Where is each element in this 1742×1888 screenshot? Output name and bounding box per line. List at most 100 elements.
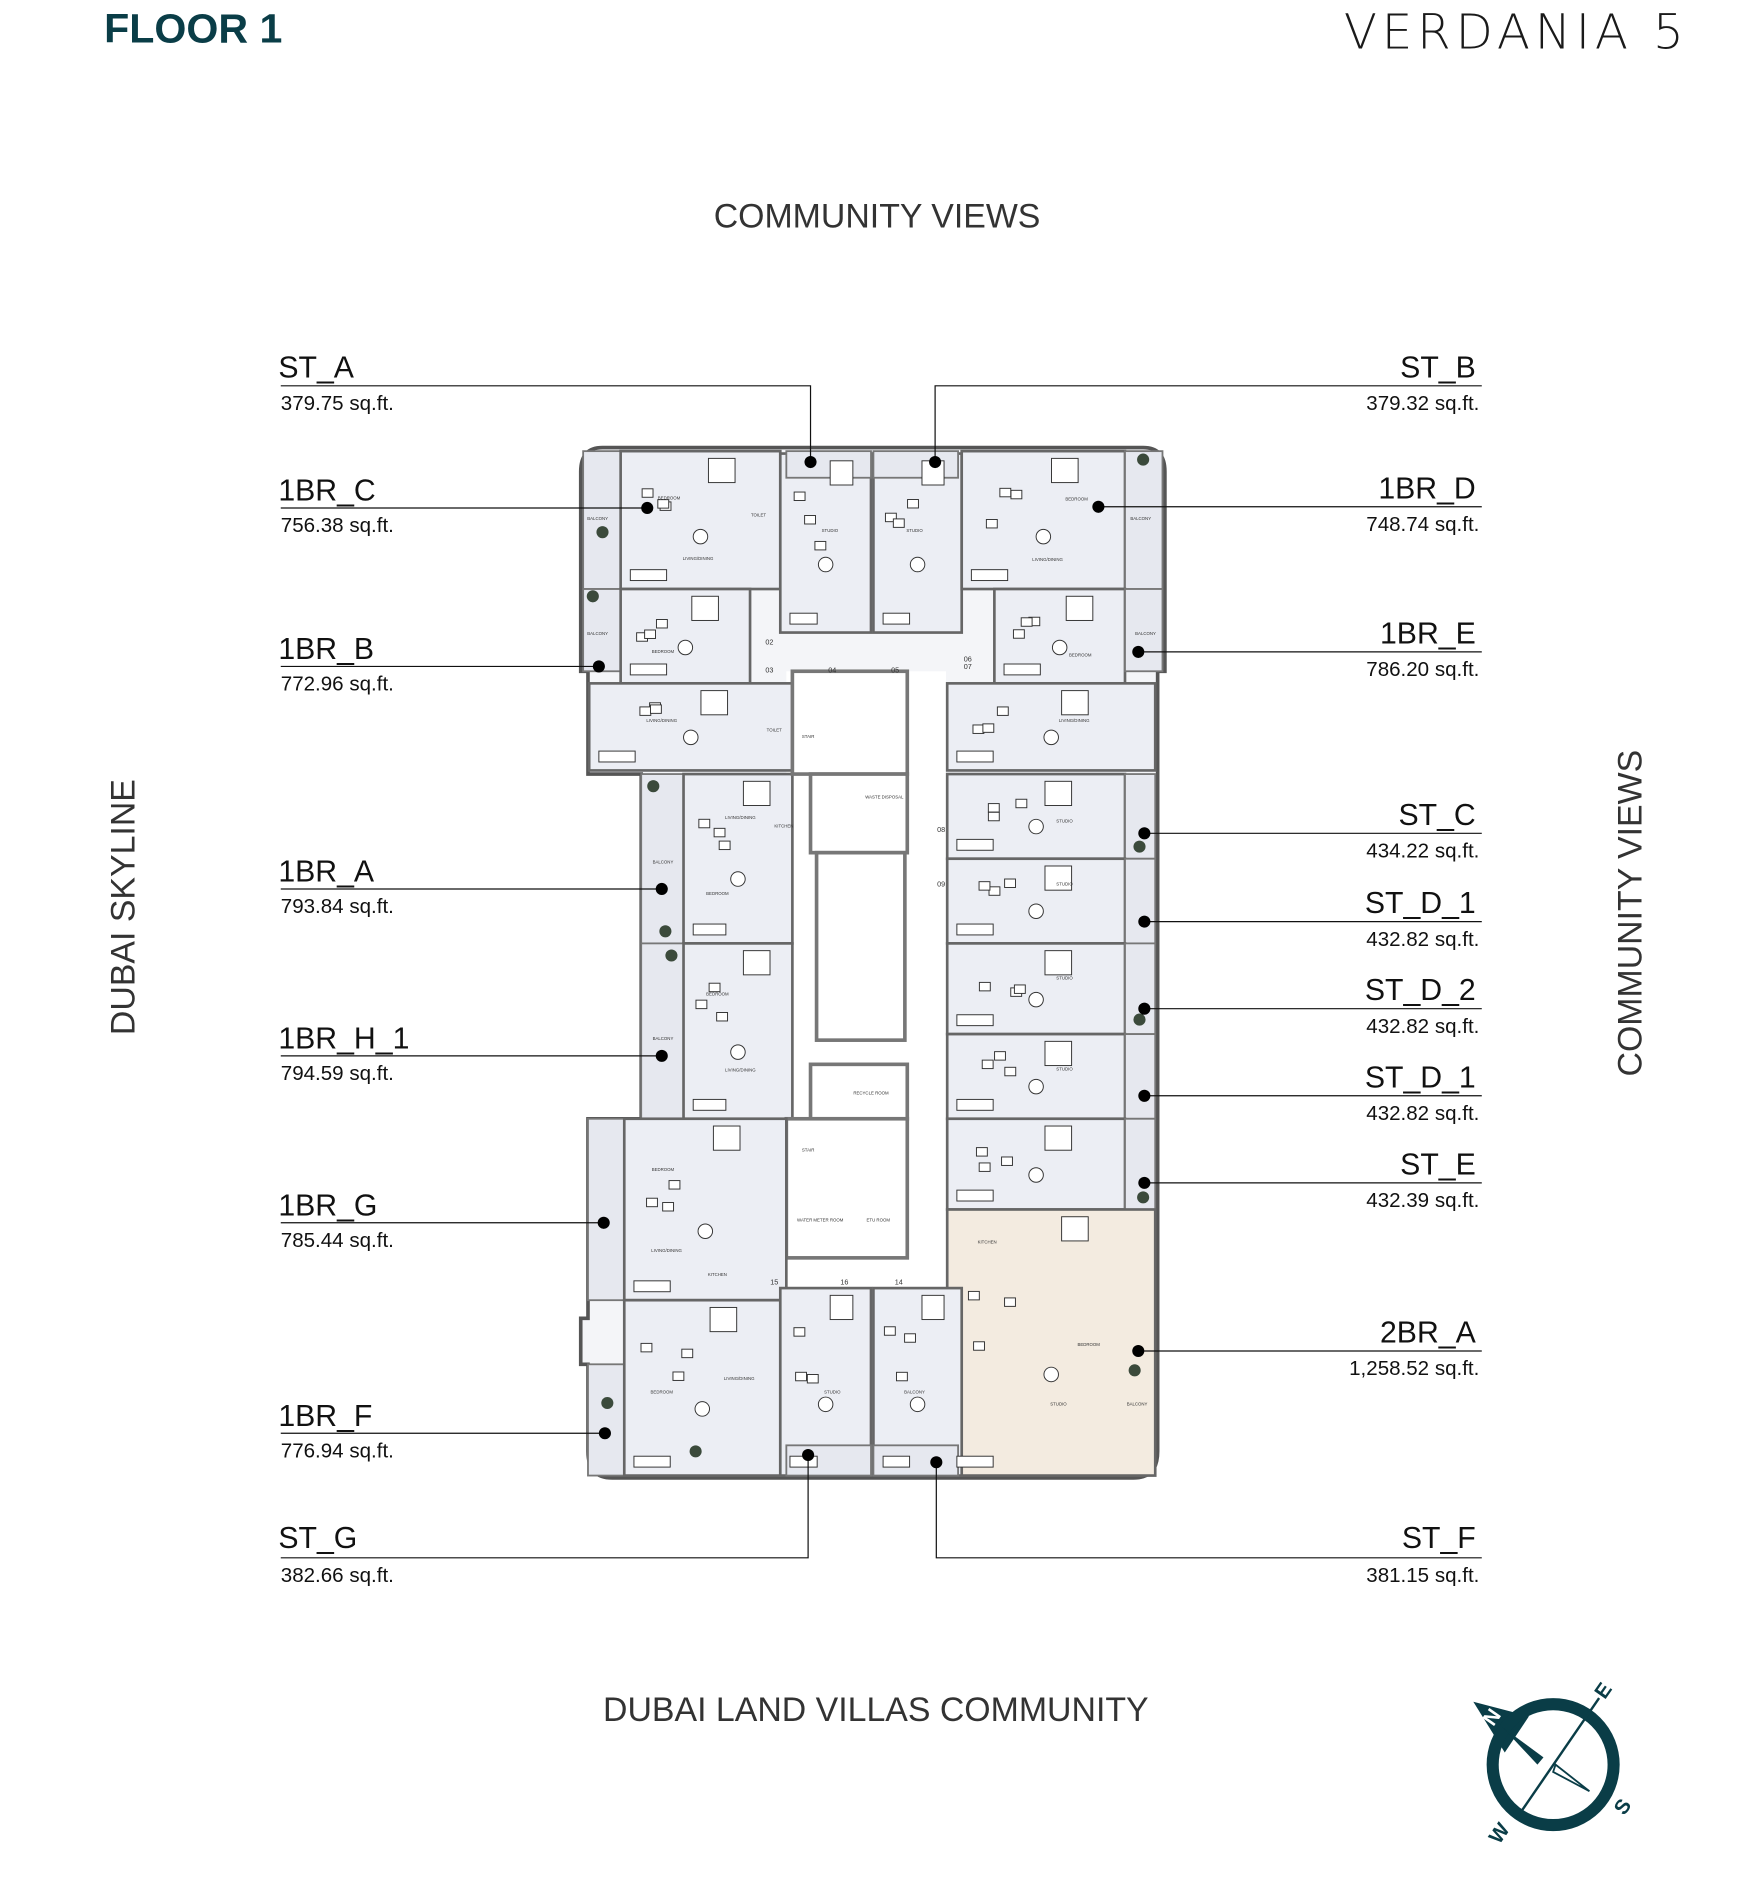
unit-door-number: 15 (770, 1277, 778, 1286)
sofa-icon (956, 1098, 994, 1111)
room-label: KITCHEN (708, 1272, 727, 1277)
room-label: LIVING/DINING (651, 1248, 682, 1253)
room-label: BEDROOM (652, 649, 675, 654)
bed-icon (829, 460, 854, 486)
unit-door-number: 16 (840, 1277, 848, 1286)
room-label: LIVING/DINING (646, 718, 677, 723)
fixture-icon (895, 1371, 908, 1382)
fixture-icon (814, 540, 827, 551)
unit-name: 1BR_F (278, 1400, 372, 1433)
core-room (808, 772, 910, 855)
fixture-icon (672, 1371, 685, 1381)
fixture-icon (884, 512, 897, 523)
fixture-icon (1001, 1156, 1013, 1166)
unit-name: ST_C (1398, 799, 1475, 832)
bed-icon (742, 950, 771, 976)
sofa-icon (692, 923, 727, 936)
unit-marker-dot (1138, 915, 1151, 928)
unit-area: 379.32 sq.ft. (1366, 392, 1479, 415)
plant-icon (1128, 1364, 1141, 1377)
fixture-icon (883, 1326, 896, 1336)
fixture-icon (892, 518, 905, 528)
balcony-area (1124, 588, 1164, 673)
room-label: LIVING/DINING (725, 1068, 756, 1073)
room-label: TOILET (767, 728, 782, 733)
fixture-icon (981, 1059, 994, 1070)
bed-icon (1044, 1040, 1073, 1067)
fixture-icon (695, 999, 708, 1010)
fixture-icon (639, 706, 652, 716)
sofa-icon (692, 1098, 727, 1111)
floor-title: FLOOR 1 (104, 5, 282, 51)
sofa-icon (956, 1014, 994, 1027)
unit-area: 432.82 sq.ft. (1366, 1102, 1479, 1125)
view-label-top: COMMUNITY VIEWS (714, 197, 1041, 235)
sofa-icon (956, 750, 994, 763)
unit-area: 776.94 sq.ft. (281, 1439, 394, 1462)
unit-area: 434.22 sq.ft. (1366, 840, 1479, 863)
room-label: STUDIO (906, 528, 923, 533)
unit-name: 1BR_G (278, 1190, 377, 1223)
room-label: STUDIO (1056, 1066, 1073, 1071)
apartment-unit (960, 449, 1127, 591)
room-label: WATER METER ROOM (797, 1218, 844, 1223)
plant-icon (647, 780, 660, 793)
room-label: BALCONY (904, 1389, 925, 1394)
unit-name: ST_E (1400, 1148, 1476, 1181)
table-icon (817, 1396, 834, 1413)
balcony-area (587, 1363, 626, 1477)
sofa-icon (882, 1455, 911, 1468)
table-icon (1043, 1366, 1059, 1383)
room-label: LIVING/DINING (1059, 718, 1090, 723)
fixture-icon (987, 811, 1000, 822)
plant-icon (596, 526, 609, 539)
unit-area: 381.15 sq.ft. (1366, 1564, 1479, 1587)
room-label: BALCONY (1127, 1401, 1148, 1406)
table-icon (1028, 1078, 1044, 1095)
table-icon (730, 1044, 746, 1060)
room-label: STUDIO (1056, 881, 1073, 886)
unit-marker-dot (1138, 1176, 1151, 1189)
unit-area: 785.44 sq.ft. (281, 1229, 394, 1252)
balcony-area (640, 942, 685, 1120)
table-icon (817, 556, 834, 573)
apartment-unit (682, 772, 794, 945)
sofa-icon (956, 1455, 994, 1468)
fixture-icon (978, 981, 991, 992)
fixture-icon (1013, 984, 1026, 994)
compass-ring (1486, 1698, 1620, 1832)
unit-name: ST_B (1400, 351, 1476, 384)
room-label: BEDROOM (1077, 1342, 1100, 1347)
table-icon (694, 1401, 711, 1417)
unit-marker-dot (598, 1427, 611, 1440)
core-room (814, 850, 907, 1042)
compass-needle-north (1502, 1727, 1544, 1765)
unit-area: 756.38 sq.ft. (281, 514, 394, 537)
fixture-icon (644, 629, 656, 639)
compass-axis (1515, 1697, 1601, 1819)
sofa-icon (633, 1455, 671, 1468)
fixture-icon (793, 491, 806, 501)
room-label: LIVING/DINING (683, 556, 714, 561)
unit-door-number: 04 (828, 665, 836, 674)
unit-name: ST_F (1402, 1522, 1476, 1555)
sofa-icon (956, 923, 994, 936)
room-label: STUDIO (822, 528, 839, 533)
bed-icon (709, 1306, 738, 1333)
bed-icon (1051, 457, 1079, 484)
leader-line (280, 1455, 809, 1559)
fixture-icon (640, 1342, 653, 1353)
fixture-icon (668, 1180, 681, 1190)
view-label-left: DUBAI SKYLINE (104, 779, 142, 1035)
fixture-icon (987, 803, 1000, 813)
unit-area: 382.66 sq.ft. (281, 1564, 394, 1587)
room-label: STAIR (802, 734, 814, 739)
plant-icon (1137, 453, 1150, 466)
core-room (784, 1116, 910, 1260)
unit-name: ST_D_1 (1365, 1061, 1476, 1094)
balcony-area (1124, 857, 1157, 945)
table-icon (1028, 903, 1044, 919)
fixture-icon (967, 1290, 980, 1301)
fixture-icon (1015, 798, 1028, 809)
unit-name: ST_D_2 (1365, 974, 1476, 1007)
